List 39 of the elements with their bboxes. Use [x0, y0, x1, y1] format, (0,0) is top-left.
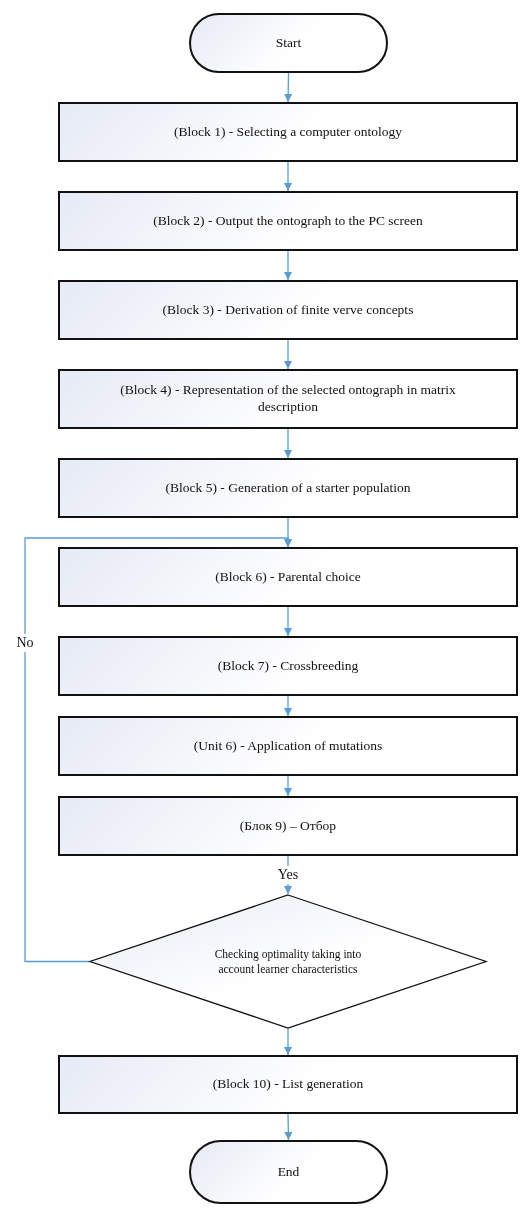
node-text: (Block 5) - Generation of a starter population	[165, 479, 411, 497]
node-text: (Block 10) - List generation	[212, 1076, 364, 1093]
process-box	[58, 102, 518, 162]
arrow	[284, 775, 292, 797]
process-box	[58, 191, 518, 251]
edge-label: No	[14, 634, 36, 652]
arrow	[284, 161, 292, 192]
node-text: (Unit 6) - Application of mutations	[193, 737, 383, 755]
process-box	[58, 458, 518, 518]
arrow	[24, 537, 292, 963]
process-box	[58, 369, 518, 429]
terminal-box	[189, 1140, 388, 1204]
arrow	[284, 695, 292, 717]
process-box	[58, 636, 518, 696]
arrow	[284, 606, 292, 637]
process-box	[58, 280, 518, 340]
arrow	[284, 1113, 293, 1141]
terminal-box	[189, 13, 388, 73]
decision-diamond	[89, 894, 487, 1029]
arrow	[284, 339, 292, 370]
node-text: (Блок 9) – Отбор	[239, 817, 337, 835]
node-text: (Block 7) - Crossbreeding	[217, 657, 359, 675]
process-box	[58, 796, 518, 856]
edge-label: Yes	[275, 866, 301, 884]
arrow	[284, 250, 292, 281]
node-text: (Block 4) - Representation of the selected ontograph in matrix description	[119, 382, 457, 416]
process-box	[58, 547, 518, 607]
arrow	[284, 72, 293, 103]
node-text: End	[277, 1163, 300, 1181]
process-box	[58, 1055, 518, 1114]
node-text: (Block 6) - Parental choice	[215, 568, 361, 586]
node-text: (Block 3) - Derivation of finite verve concepts	[162, 301, 414, 319]
node-text: (Block 2) - Output the ontograph to the PC screen	[153, 212, 423, 230]
node-text: Checking optimality taking into account learner characteristics	[213, 947, 363, 976]
process-box	[58, 716, 518, 776]
arrow	[284, 428, 292, 459]
node-text: Start	[275, 34, 302, 52]
node-text: (Block 1) - Selecting a computer ontology	[174, 123, 402, 141]
arrow	[284, 1028, 292, 1056]
